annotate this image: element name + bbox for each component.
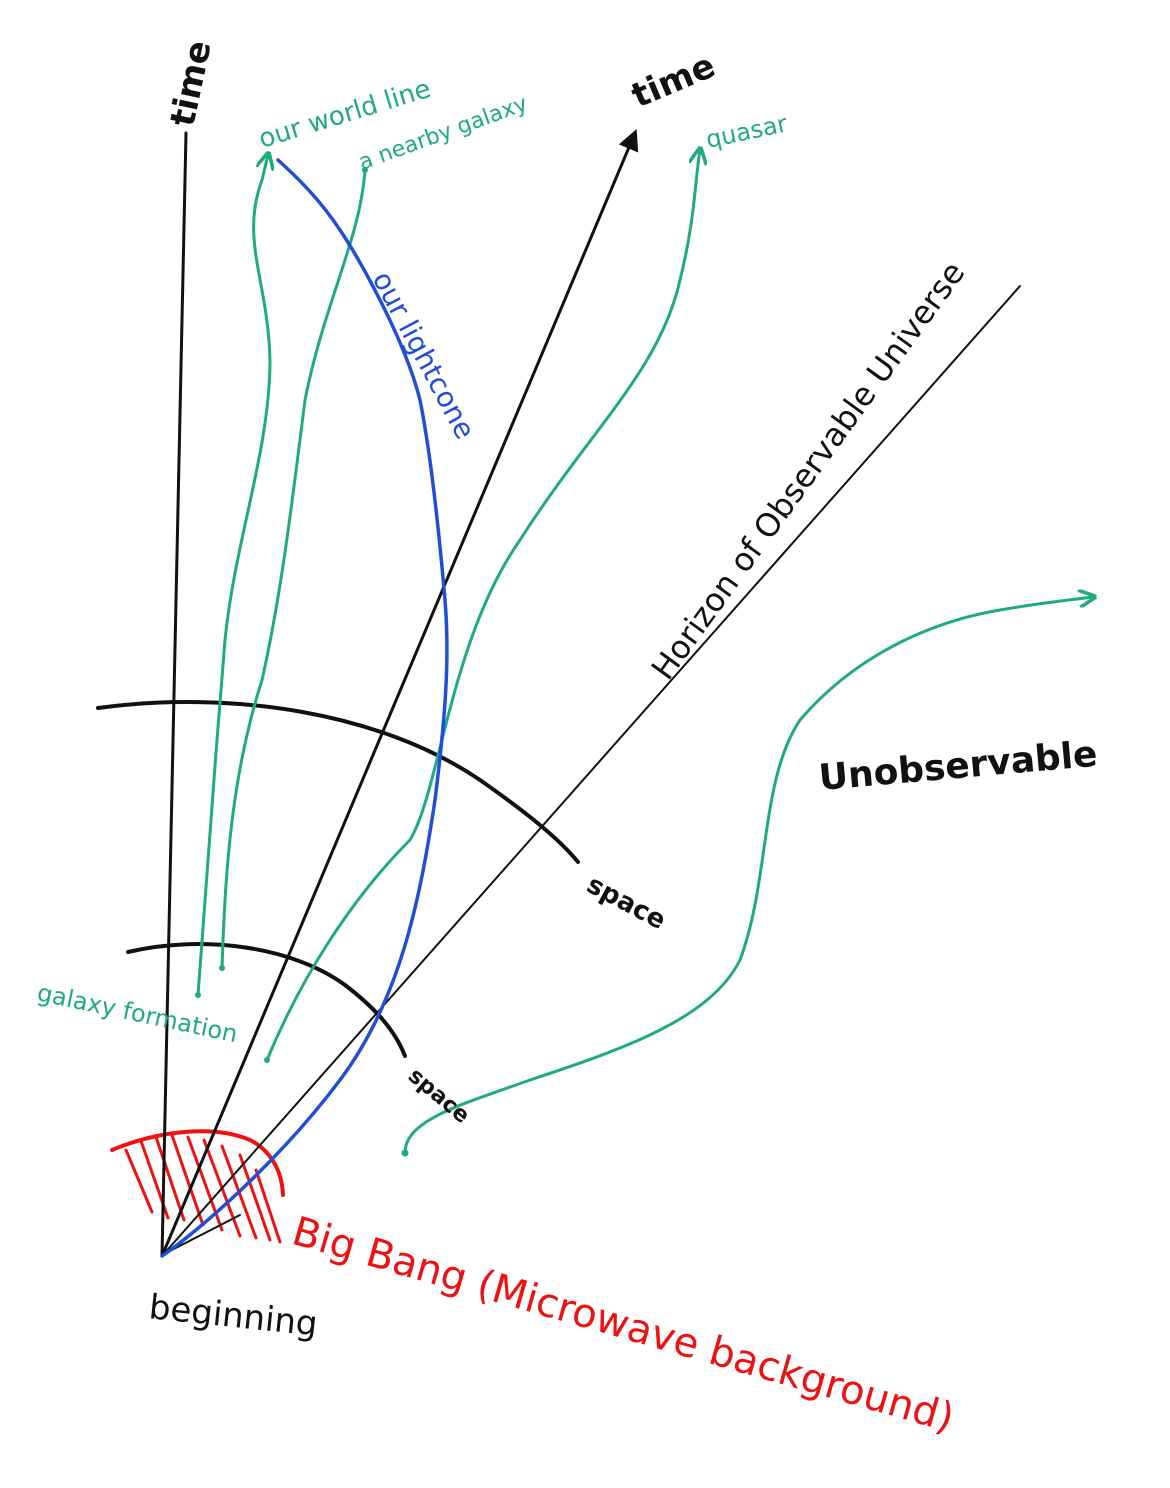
space-surface-lower: [126, 942, 407, 1058]
big-bang-hatching: [124, 1133, 282, 1244]
time-label-left: time: [163, 37, 220, 130]
space-surface-upper: [96, 700, 580, 864]
time-label-right: time: [626, 46, 721, 117]
beginning-label: beginning: [147, 1287, 319, 1344]
our-world-line: [196, 155, 270, 997]
unobservable-world-line: [403, 597, 1093, 1155]
nearby-galaxy-start-dot: [219, 965, 225, 971]
big-bang-label: Big Bang (Microwave background): [287, 1208, 959, 1441]
big-bang-region: [110, 1129, 285, 1244]
unobservable-start-dot: [401, 1149, 409, 1157]
time-axis-right: [160, 129, 639, 1258]
horizon-label: Horizon of Observable Universe: [644, 254, 973, 686]
quasar-start-dot: [264, 1057, 270, 1063]
quasar-world-line: [265, 150, 700, 1062]
galaxy-formation-label: galaxy formation: [35, 978, 240, 1048]
our-world-line-start-dot: [195, 992, 201, 998]
horizon-line: [161, 285, 1021, 1257]
space-label-lower: space: [403, 1063, 474, 1128]
big-bang-arc: [110, 1129, 285, 1197]
unobservable-label: Unobservable: [817, 734, 1099, 799]
our-lightcone: [160, 158, 449, 1258]
nearby-galaxy-world-line: [220, 168, 367, 970]
nearby-galaxy-end-dot: [362, 167, 368, 173]
time-axis-left: [160, 131, 188, 1258]
space-label-upper: space: [582, 870, 671, 936]
quasar-label: quasar: [703, 109, 789, 154]
